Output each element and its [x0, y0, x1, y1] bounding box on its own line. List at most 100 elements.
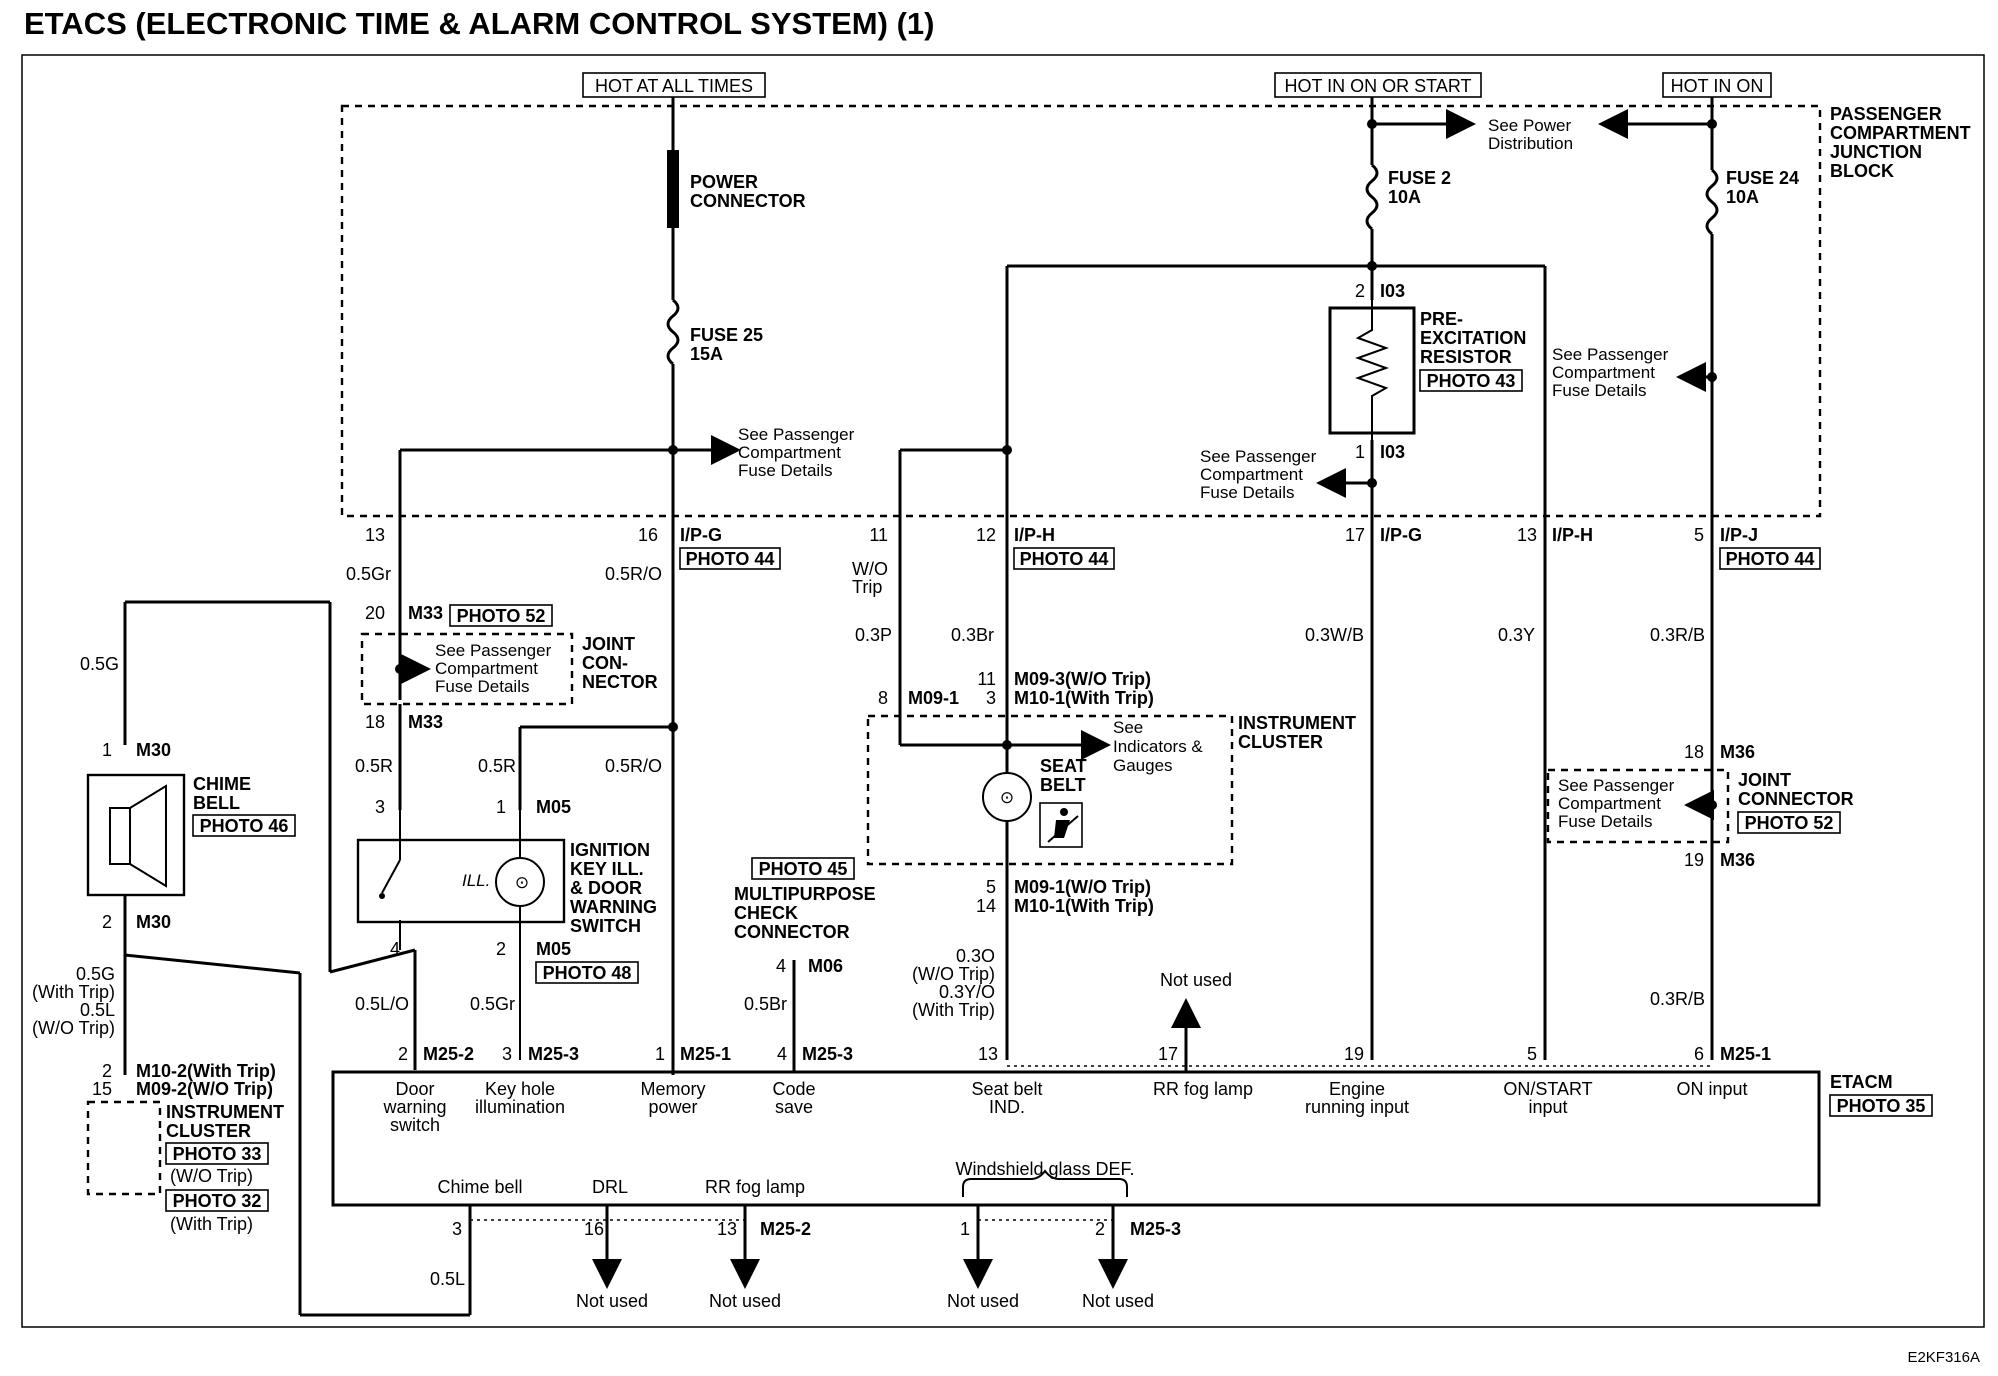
- svg-text:HOT IN ON OR START: HOT IN ON OR START: [1284, 76, 1471, 96]
- pin-16-bottom: 16: [584, 1219, 604, 1239]
- pin-2-m30: 2: [102, 912, 112, 932]
- wire-05g: 0.5G: [80, 654, 119, 674]
- conn-m25-3-c: M25-3: [1130, 1219, 1181, 1239]
- pin-14: 14: [976, 896, 996, 916]
- svg-text:CONNECTOR: CONNECTOR: [690, 191, 806, 211]
- power-label-hot-at-all-times: HOT AT ALL TIMES: [582, 72, 766, 98]
- svg-text:PASSENGER: PASSENGER: [1830, 104, 1942, 124]
- joint-connector-left-outline: [360, 632, 574, 706]
- svg-text:PHOTO 44: PHOTO 44: [686, 549, 775, 569]
- seat-belt-lamp: [982, 772, 1032, 822]
- svg-text:WARNING: WARNING: [570, 897, 657, 917]
- pin-1-m05: 1: [496, 797, 506, 817]
- conn-iph-a: I/P-H: [1014, 525, 1055, 545]
- pin-2-m10: 2: [102, 1061, 112, 1081]
- conn-ipg-b: I/P-G: [1380, 525, 1422, 545]
- conn-m25-3-b: M25-3: [802, 1044, 853, 1064]
- svg-text:Compartment: Compartment: [738, 443, 841, 462]
- svg-text:CON-: CON-: [582, 653, 628, 673]
- multipurpose-label: MULTIPURPOSE CHECK CONNECTOR: [734, 884, 876, 942]
- svg-text:15A: 15A: [690, 344, 723, 364]
- svg-text:COMPARTMENT: COMPARTMENT: [1830, 123, 1971, 143]
- svg-text:0.5G: 0.5G: [76, 964, 115, 984]
- conn-m09-1-b: M09-1(W/O Trip): [1014, 877, 1151, 897]
- see-power-distribution-note: See Power Distribution: [1488, 116, 1573, 153]
- svg-text:⊙: ⊙: [1000, 788, 1014, 807]
- svg-text:Compartment: Compartment: [1558, 794, 1661, 813]
- svg-text:JOINT: JOINT: [1738, 770, 1791, 790]
- conn-ipg-a: I/P-G: [680, 525, 722, 545]
- photo44-box-c: PHOTO 44: [1719, 547, 1821, 570]
- wire-03o: 0.3O (W/O Trip) 0.3Y/O (With Trip): [912, 946, 995, 1020]
- svg-text:See Passenger: See Passenger: [1552, 345, 1669, 364]
- conn-ipj: I/P-J: [1720, 525, 1758, 545]
- ignition-switch-outline: [356, 838, 566, 924]
- svg-text:(With Trip): (With Trip): [32, 982, 115, 1002]
- svg-text:EXCITATION: EXCITATION: [1420, 328, 1526, 348]
- svg-text:RESISTOR: RESISTOR: [1420, 347, 1512, 367]
- svg-text:KEY ILL.: KEY ILL.: [570, 859, 644, 879]
- not-used-wsd-2: Not used: [1082, 1291, 1154, 1311]
- svg-text:PHOTO 52: PHOTO 52: [1745, 813, 1834, 833]
- conn-m30-a: M30: [136, 740, 171, 760]
- svg-text:switch: switch: [390, 1115, 440, 1135]
- svg-text:BELT: BELT: [1040, 775, 1086, 795]
- resistor-symbol: [1355, 300, 1389, 440]
- pin-19-m36: 19: [1684, 850, 1704, 870]
- pin-16: 16: [638, 525, 658, 545]
- pin-2-m25-2: 2: [398, 1044, 408, 1064]
- svg-text:Compartment: Compartment: [435, 659, 538, 678]
- conn-m10-2: M10-2(With Trip): [136, 1061, 276, 1081]
- svg-text:save: save: [775, 1097, 813, 1117]
- wire-05ro-b: 0.5R/O: [605, 756, 662, 776]
- pin-13-bottom: 13: [717, 1219, 737, 1239]
- pin-13-iph: 13: [1517, 525, 1537, 545]
- svg-text:Key hole: Key hole: [485, 1079, 555, 1099]
- svg-text:Seat belt: Seat belt: [971, 1079, 1042, 1099]
- svg-text:Compartment: Compartment: [1552, 363, 1655, 382]
- svg-text:Fuse Details: Fuse Details: [738, 461, 832, 480]
- svg-text:NECTOR: NECTOR: [582, 672, 658, 692]
- wire-05gr: 0.5Gr: [346, 564, 391, 584]
- svg-text:Distribution: Distribution: [1488, 134, 1573, 153]
- svg-text:(W/O Trip): (W/O Trip): [32, 1018, 115, 1038]
- see-pcfd-note-a: See Passenger Compartment Fuse Details: [738, 425, 855, 480]
- svg-text:FUSE 24: FUSE 24: [1726, 168, 1799, 188]
- svg-text:JOINT: JOINT: [582, 634, 635, 654]
- pin-1-m30: 1: [102, 740, 112, 760]
- svg-text:PHOTO 35: PHOTO 35: [1837, 1096, 1926, 1116]
- pin-2-i03: 2: [1355, 281, 1365, 301]
- see-pcfd-note-c: See Passenger Compartment Fuse Details: [1200, 447, 1317, 502]
- conn-m25-1-a: M25-1: [680, 1044, 731, 1064]
- svg-text:FUSE 25: FUSE 25: [690, 325, 763, 345]
- photo46-box: PHOTO 46: [192, 814, 296, 837]
- wire-05l: 0.5L: [430, 1269, 465, 1289]
- svg-text:POWER: POWER: [690, 172, 758, 192]
- conn-m33-b: M33: [408, 712, 443, 732]
- cluster-note-33: (W/O Trip): [170, 1166, 253, 1186]
- conn-m05-a: M05: [536, 797, 571, 817]
- power-connector-label: POWER CONNECTOR: [690, 172, 806, 211]
- cluster-note-32: (With Trip): [170, 1214, 253, 1234]
- svg-text:PHOTO 43: PHOTO 43: [1427, 371, 1516, 391]
- photo48-box: PHOTO 48: [535, 961, 639, 984]
- svg-text:Indicators &: Indicators &: [1113, 737, 1203, 756]
- see-pcfd-note-joint: See Passenger Compartment Fuse Details: [435, 641, 552, 696]
- svg-text:See Passenger: See Passenger: [738, 425, 855, 444]
- pin-5-ipj: 5: [1694, 525, 1704, 545]
- conn-m10-1-b: M10-1(With Trip): [1014, 896, 1154, 916]
- etacm-input-seat-belt: Seat belt IND.: [971, 1079, 1042, 1117]
- svg-text:PHOTO 46: PHOTO 46: [200, 816, 289, 836]
- conn-m09-2: M09-2(W/O Trip): [136, 1079, 273, 1099]
- pin-4-m25-3: 4: [777, 1044, 787, 1064]
- svg-text:CONNECTOR: CONNECTOR: [1738, 789, 1854, 809]
- wire-05r-a: 0.5R: [355, 756, 393, 776]
- outer-frame: [21, 54, 1985, 1328]
- pin-18-m36: 18: [1684, 742, 1704, 762]
- etacm-input-on: ON input: [1676, 1079, 1747, 1099]
- svg-text:See: See: [1113, 718, 1143, 737]
- pin-1-i03: 1: [1355, 442, 1365, 462]
- instrument-cluster-mid-label: INSTRUMENT CLUSTER: [1238, 713, 1356, 752]
- pin-13-a: 13: [365, 525, 385, 545]
- svg-text:warning: warning: [382, 1097, 446, 1117]
